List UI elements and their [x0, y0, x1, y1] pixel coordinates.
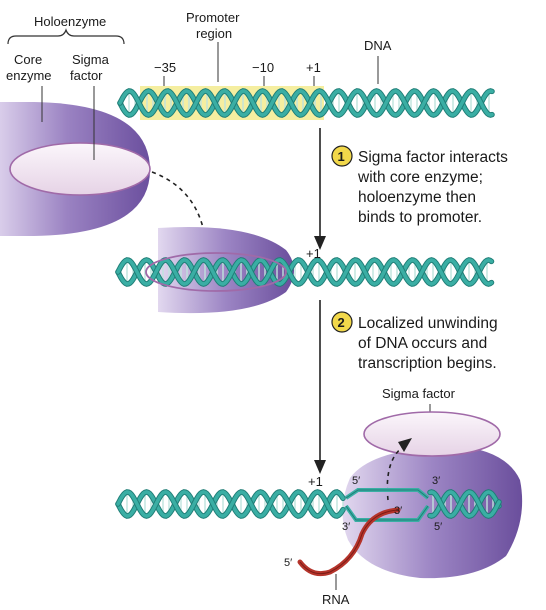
core-enzyme-bound [158, 226, 294, 314]
promoter-label-line2: region [196, 26, 232, 41]
step1-line2: with core enzyme; [357, 169, 483, 186]
dna-label: DNA [364, 38, 392, 53]
step2-line1: Localized unwinding [358, 315, 498, 332]
core-enzyme-transcribing [342, 446, 523, 579]
rna-label: RNA [322, 592, 350, 607]
end-5-rna: 5′ [284, 557, 292, 569]
dna-helix-top [117, 88, 495, 118]
sigma-factor-bound [145, 252, 287, 292]
step2-arrowhead [314, 460, 326, 474]
step1-number: 1 [338, 149, 345, 164]
step1-arrowhead [314, 236, 326, 250]
dna-strand [428, 490, 501, 518]
dna-strand [118, 89, 494, 117]
sigma-label-line2: factor [70, 68, 103, 83]
pos-plus1-label-top: +1 [306, 60, 321, 75]
dna-strand [118, 89, 494, 117]
promoter-label-line1: Promoter [186, 10, 240, 25]
dna-helix-middle [115, 257, 495, 287]
template-strand-edge [345, 489, 429, 499]
holoenzyme-bracket [7, 28, 125, 45]
pos-minus35-label: −35 [154, 60, 176, 75]
step2-number: 2 [338, 315, 345, 330]
step1-line3: holoenzyme then [358, 189, 476, 206]
end-3-top: 3′ [432, 475, 440, 487]
step1-line1: Sigma factor interacts [358, 149, 508, 166]
step2-badge [331, 311, 353, 333]
step2-line3: transcription begins. [358, 355, 497, 372]
sigma-release-arrowhead [398, 438, 412, 452]
coding-strand-edge [345, 505, 429, 521]
step2-line2: of DNA occurs and [358, 335, 487, 352]
core-label-line1: Core [14, 52, 42, 67]
dna-strand [116, 258, 494, 286]
sigma-release-arrow [386, 445, 405, 501]
step1-line4: binds to promoter. [358, 209, 482, 226]
rna-transcript-edge [299, 509, 399, 575]
dna-helix-bottom [115, 489, 502, 519]
end-3-bottom: 3′ [342, 521, 350, 533]
sigma-factor-shape [9, 142, 151, 196]
pos-plus1-label-bottom: +1 [308, 474, 323, 489]
core-label-line2: enzyme [6, 68, 52, 83]
holoenzyme-label: Holoenzyme [34, 14, 106, 29]
pos-plus1-label-mid: +1 [306, 246, 321, 261]
pos-minus10-label: −10 [252, 60, 274, 75]
sigma-label-line1: Sigma [72, 52, 110, 67]
dna-strand [116, 258, 494, 286]
end-3-inner: 3′ [394, 505, 402, 517]
dna-strand [116, 490, 345, 518]
sigma-released-label: Sigma factor [382, 386, 456, 401]
step1-badge [331, 145, 353, 167]
sigma-factor-released [363, 411, 501, 457]
end-5-bottom: 5′ [434, 521, 442, 533]
sigma-binding-arrow [151, 171, 207, 245]
end-5-top: 5′ [352, 475, 360, 487]
